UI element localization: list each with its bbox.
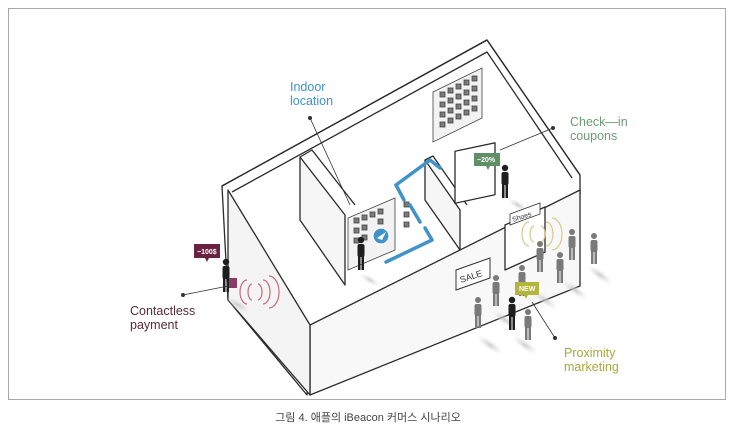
indoor-path (384, 158, 442, 264)
price-tag: −100$ (194, 244, 220, 262)
person-checkin (501, 164, 509, 198)
beacon-signal-icon (239, 275, 280, 309)
new-tag-text: NEW (519, 286, 536, 293)
person-new (508, 296, 516, 330)
proximity-marketing-label: Proximity marketing (564, 346, 619, 374)
check-in-coupons-label: Check—in coupons (570, 115, 628, 143)
person-indoor (357, 236, 365, 270)
building (221, 39, 581, 396)
person-paying (222, 258, 230, 292)
price-tag-text: −100$ (197, 249, 217, 256)
storefront-signal-icon (521, 217, 563, 251)
discount-tag: −20% (474, 153, 500, 170)
discount-tag-text: −20% (477, 157, 496, 164)
shelf-back (432, 67, 483, 143)
payment-terminal (229, 278, 237, 288)
indoor-beacon-icon (372, 227, 390, 245)
figure-caption: 그림 4. 애플의 iBeacon 커머스 시나리오 (275, 412, 461, 424)
people (222, 164, 598, 340)
crowd (474, 229, 598, 340)
new-tag: NEW (515, 282, 539, 299)
sale-sign: SALE (455, 257, 491, 291)
leader-lines (180, 116, 558, 340)
indoor-location-label: Indoor location (290, 80, 334, 108)
contactless-payment-label: Contactless payment (130, 304, 196, 332)
